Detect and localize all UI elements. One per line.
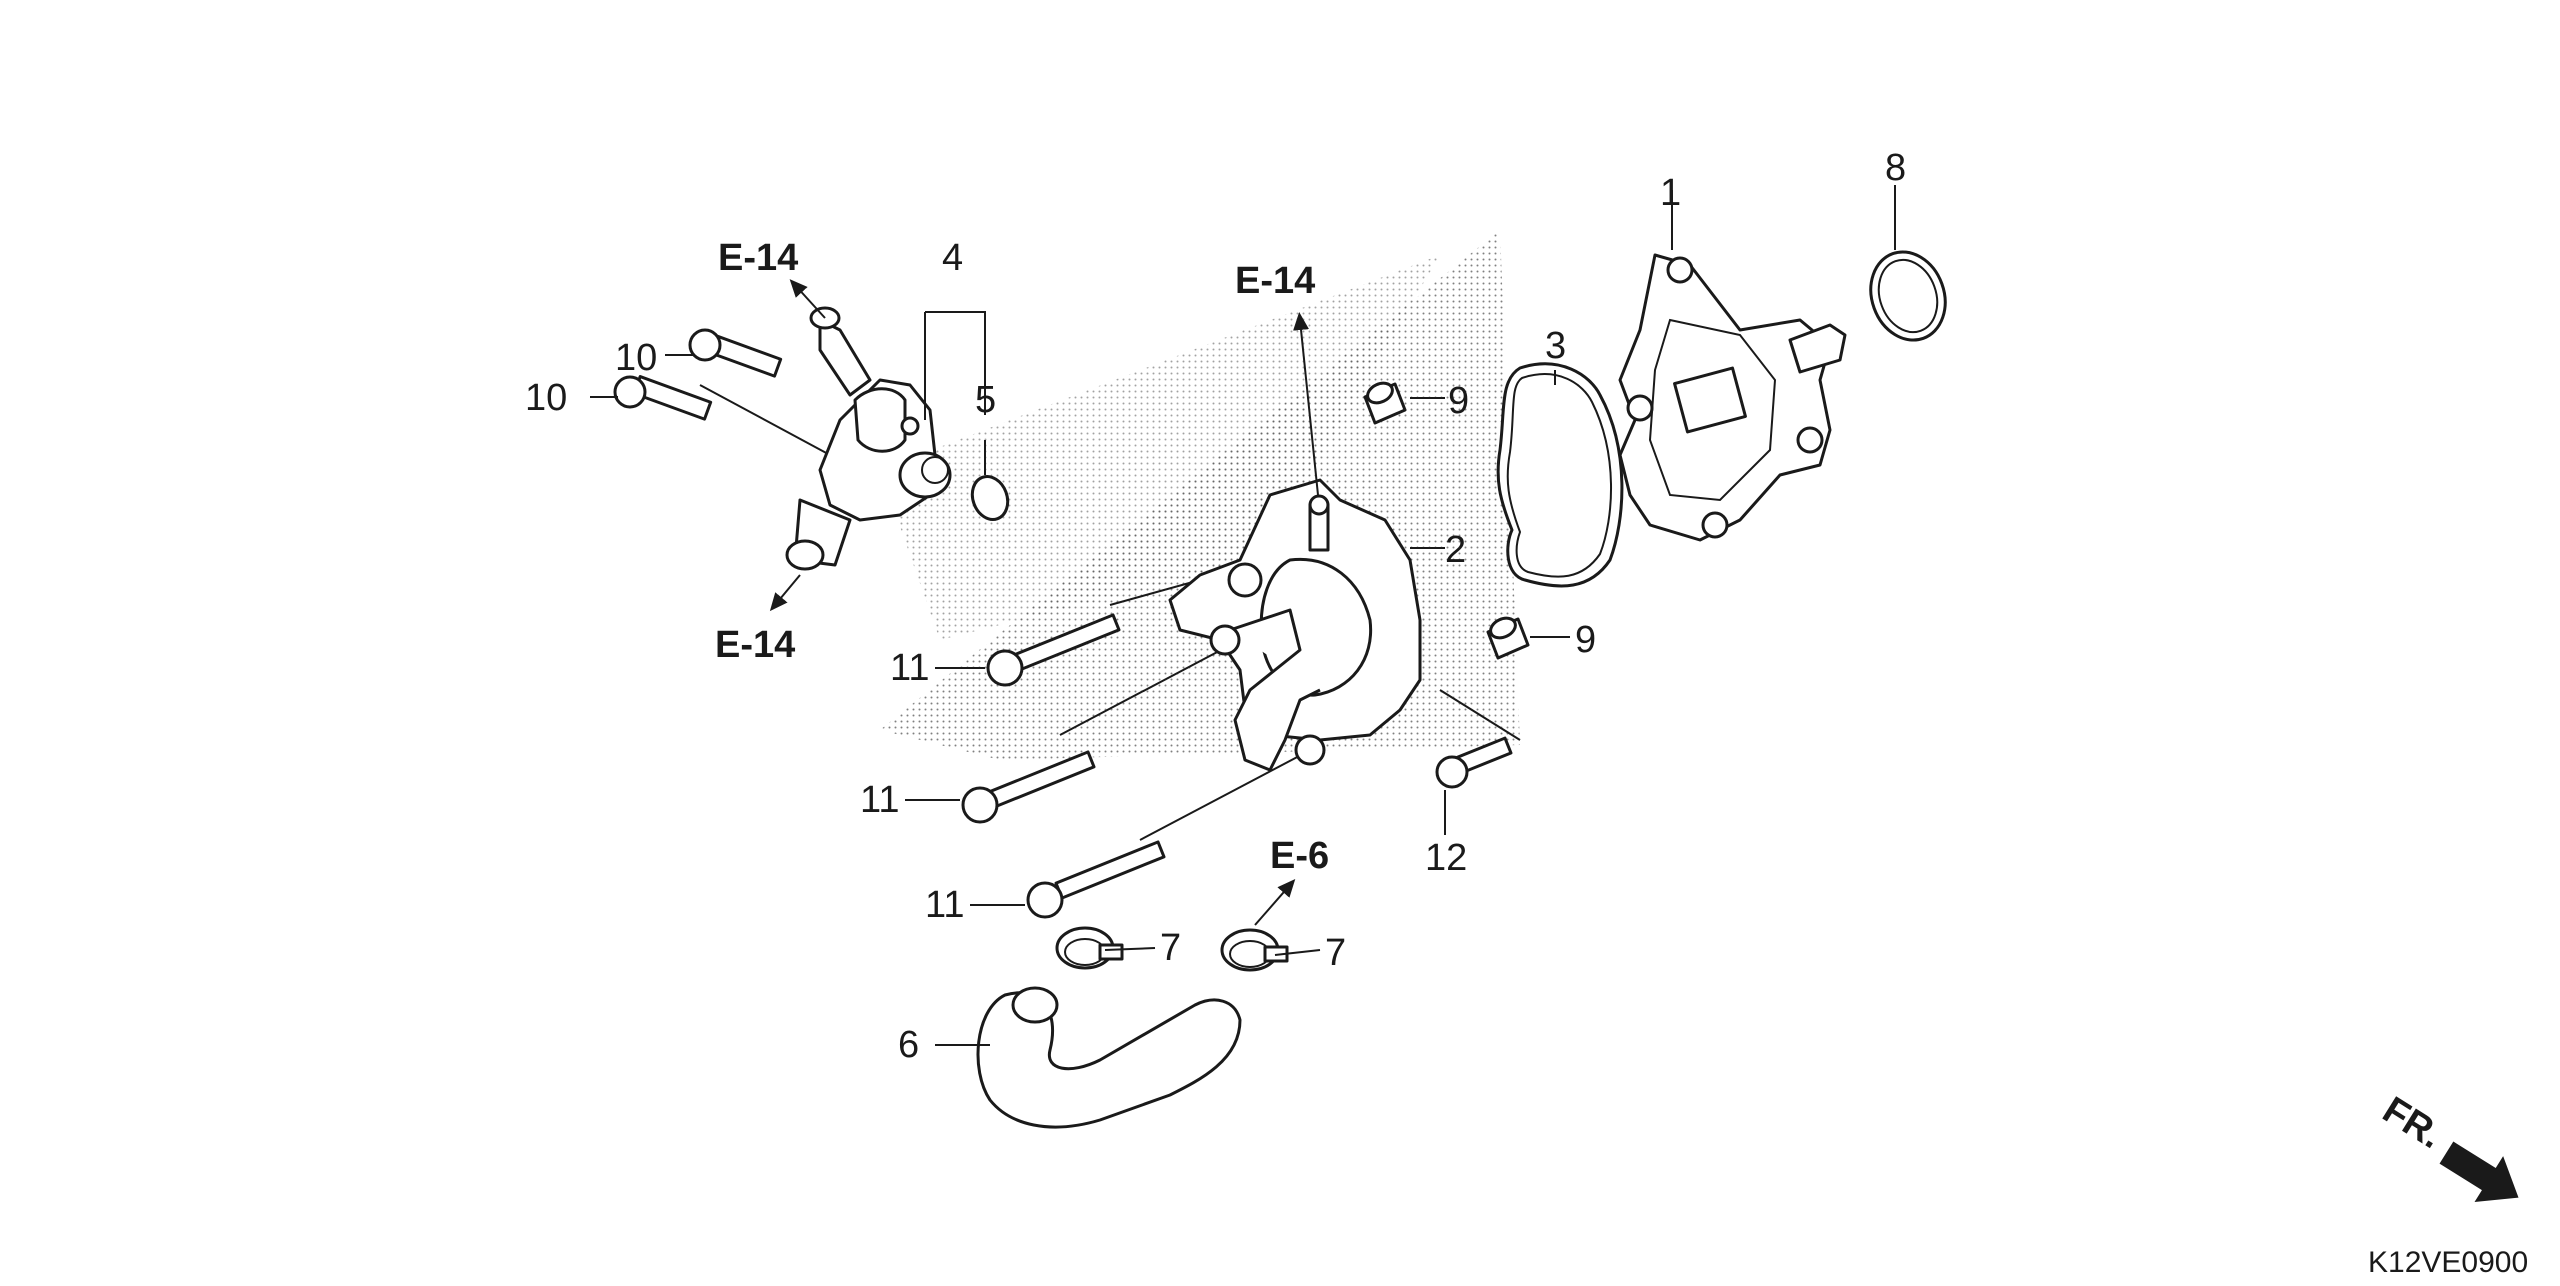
flange-bolt [613,375,713,421]
label-3: 3 [1545,325,1566,367]
o-ring-large-inner [1877,258,1939,334]
assembly-shading-left [880,255,1440,640]
label-10a: 10 [615,337,657,379]
label-4: 4 [942,237,963,279]
cover-bolt [1026,840,1166,919]
pump-cover [1168,478,1422,772]
label-2: 2 [1445,529,1466,571]
ref-arrow [789,279,826,319]
label-7b: 7 [1325,932,1346,974]
label-9a: 9 [1448,380,1469,422]
label-11b: 11 [860,779,899,821]
outlet-fitting [785,306,952,571]
diagram-code: K12VE0900 [2368,1246,2528,1279]
hose-clamp [1220,928,1289,972]
fr-arrow-icon [2439,1141,2519,1202]
front-direction-marker: FR. [2375,1089,2519,1202]
hose-clamp [1055,926,1124,970]
ref-arrow [769,574,801,612]
bolt-alignment-line [1139,744,1321,841]
label-1: 1 [1660,172,1681,214]
water-pump-body [1618,253,1847,542]
dowel-pin [1363,381,1407,425]
leader-line [1274,949,1321,956]
cover-bolt [961,750,1096,824]
label-6: 6 [898,1024,919,1066]
label-12: 12 [1425,837,1467,879]
label-8: 8 [1885,147,1906,189]
water-hose-end [1011,986,1059,1024]
o-ring-large [1869,250,1947,342]
ref-e14-center: E-14 [1235,260,1315,302]
label-11a: 11 [890,647,929,689]
leader-line [925,311,986,415]
pump-gasket-inner [1506,373,1613,578]
bolt-alignment-line [1439,689,1521,741]
cover-bolt [986,613,1121,687]
front-marker-text: FR. [2375,1089,2449,1157]
water-hose [976,991,1242,1129]
ref-e14-top-left: E-14 [718,237,798,279]
label-11c: 11 [925,884,964,926]
ref-e6: E-6 [1270,835,1329,877]
dowel-pin [1486,616,1530,660]
ref-arrow [1254,878,1296,926]
flange-bolt [688,328,783,378]
bolt-alignment-line [1059,639,1241,736]
leader-line [1104,947,1156,951]
label-5: 5 [975,379,996,421]
o-ring-small [970,475,1010,521]
ref-arrow [1293,312,1319,496]
label-7a: 7 [1160,927,1181,969]
short-bolt [1435,736,1513,789]
bolt-alignment-line [699,384,831,456]
label-10b: 10 [525,377,567,419]
pump-gasket [1496,362,1624,588]
ref-e14-bottom-left: E-14 [715,624,795,666]
label-9b: 9 [1575,619,1596,661]
